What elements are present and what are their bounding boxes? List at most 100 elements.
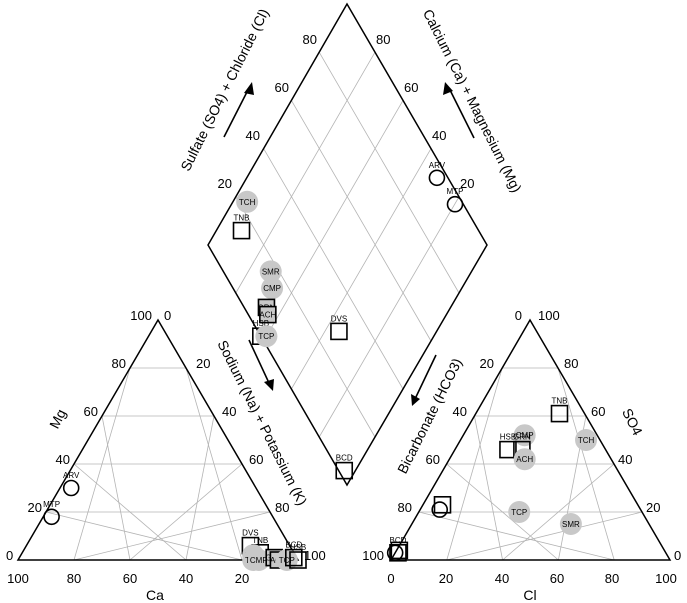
point-marker (247, 549, 270, 571)
anion-tick-apex-right: 100 (538, 308, 560, 323)
cation-tick-bottom: 20 (235, 571, 249, 586)
data-point-bcd: BCD (389, 536, 407, 562)
cation-tick-right: 60 (249, 452, 263, 467)
data-point-mtp: MTP (446, 187, 464, 213)
point-label: SMR (262, 267, 280, 276)
diamond-tick-upper-left: 40 (246, 128, 260, 143)
cation-tick-right: 100 (304, 548, 326, 563)
point-label: ARV (429, 161, 446, 170)
point-marker (559, 513, 582, 535)
point-marker (261, 277, 284, 300)
diamond-gridline (318, 51, 460, 294)
anion-triangle-gridline (446, 511, 643, 561)
diamond-gridline (291, 148, 432, 390)
point-label: TCH (578, 436, 595, 445)
point-marker (259, 305, 277, 324)
diamond-gridline (263, 148, 404, 390)
point-marker (62, 479, 80, 497)
point-marker (335, 461, 354, 480)
point-label: GRN (513, 433, 531, 442)
point-marker (43, 508, 60, 526)
cation-triangle-gridline (185, 415, 215, 561)
arrow-na-k (248, 339, 274, 391)
point-label: MTP (447, 187, 464, 196)
anion-tick-bottom: 20 (439, 571, 453, 586)
anion-tick-left: 40 (453, 404, 467, 419)
arrow-hco3 (411, 354, 437, 406)
point-label: CMP (516, 431, 534, 440)
point-label: TCP (279, 556, 295, 565)
point-label: TCP (511, 508, 527, 517)
cation-tick-left: 80 (112, 356, 126, 371)
cation-tick-left: 60 (84, 404, 98, 419)
anion-tick-bottom: 80 (605, 571, 619, 586)
diamond-gridline (263, 100, 404, 342)
frame-layer (16, 2, 672, 561)
data-point-arv: ARV (428, 161, 446, 187)
data-point-mtp: MTP (43, 500, 60, 526)
point-marker (433, 495, 452, 514)
point-label: MTP (43, 500, 60, 509)
cation-triangle-gridline (45, 511, 243, 561)
anion-tick-bottom: 40 (495, 571, 509, 586)
data-point-tcp: TCP (255, 325, 278, 348)
point-label: DVS (242, 529, 258, 538)
point-marker (259, 260, 282, 283)
point-label: SMR (562, 520, 580, 529)
diamond-upper-left-axis-title: Sulfate (SO4) + Chloride (Cl) (177, 6, 272, 174)
data-point-cmp: CMP (513, 424, 536, 447)
point-label: BCD (285, 541, 302, 550)
diamond-gridline (235, 51, 376, 294)
point-label: TNB (234, 214, 250, 223)
point-marker (390, 541, 409, 560)
anion-tick-left: 80 (398, 500, 412, 515)
cation-triangle-gridline (129, 463, 243, 561)
anion-bottom-axis-title: Cl (523, 587, 536, 603)
anion-right-axis-title: SO4 (619, 406, 646, 438)
diamond-tick-upper-right: 20 (460, 176, 474, 191)
cation-bottom-axis-title: Ca (146, 587, 164, 603)
data-point-bcd: BCD (284, 541, 303, 567)
point-marker (428, 169, 446, 187)
diamond-frame (207, 2, 488, 487)
point-marker (550, 404, 569, 423)
cation-tick-bottom-left: 100 (7, 571, 29, 586)
point-marker (284, 548, 303, 567)
point-marker (446, 195, 464, 213)
cation-right-axis-title: Sodium (Na) + Potassium (K) (214, 338, 310, 508)
point-marker (236, 190, 259, 213)
data-point-bcd: BCD (335, 454, 354, 480)
data-point-tcp: TCP (508, 501, 531, 523)
anion-tick-right: 60 (591, 404, 605, 419)
data-point-dvs: DVS (330, 314, 348, 341)
anion-triangle-gridline (446, 463, 559, 561)
point-label: HSB (253, 319, 269, 328)
cation-tick-corner: 0 (6, 548, 13, 563)
anion-tick-bottom: 60 (550, 571, 564, 586)
point-marker (289, 551, 307, 569)
point-label: HSB (500, 433, 516, 442)
data-point-arv: ARV (62, 471, 80, 497)
point-label: ACH (516, 455, 533, 464)
data-point-ach: ACH (513, 448, 536, 471)
point-label: CMP (263, 284, 281, 293)
point-label: TCH (239, 198, 256, 207)
anion-tick-apex-left: 0 (515, 308, 522, 323)
anion-tick-right: 40 (618, 452, 632, 467)
anion-tick-bottom: 0 (387, 571, 394, 586)
anion-triangle-gridline (474, 415, 503, 561)
anion-triangle-gridline (502, 463, 615, 561)
data-point-tnb: TNB (232, 214, 251, 240)
data-point-open-square (390, 541, 409, 560)
cation-tick-right: 80 (275, 500, 289, 515)
point-marker (575, 429, 598, 451)
diamond-tick-upper-right: 60 (404, 80, 418, 95)
anion-triangle-gridline (418, 511, 615, 561)
point-marker (431, 501, 449, 518)
data-point-cmp: CMP (247, 549, 270, 571)
data-point-cmp: CMP (261, 277, 284, 300)
data-point-smr: SMR (559, 513, 582, 535)
point-label: TCP (258, 332, 274, 341)
point-label: TNB (252, 536, 268, 545)
